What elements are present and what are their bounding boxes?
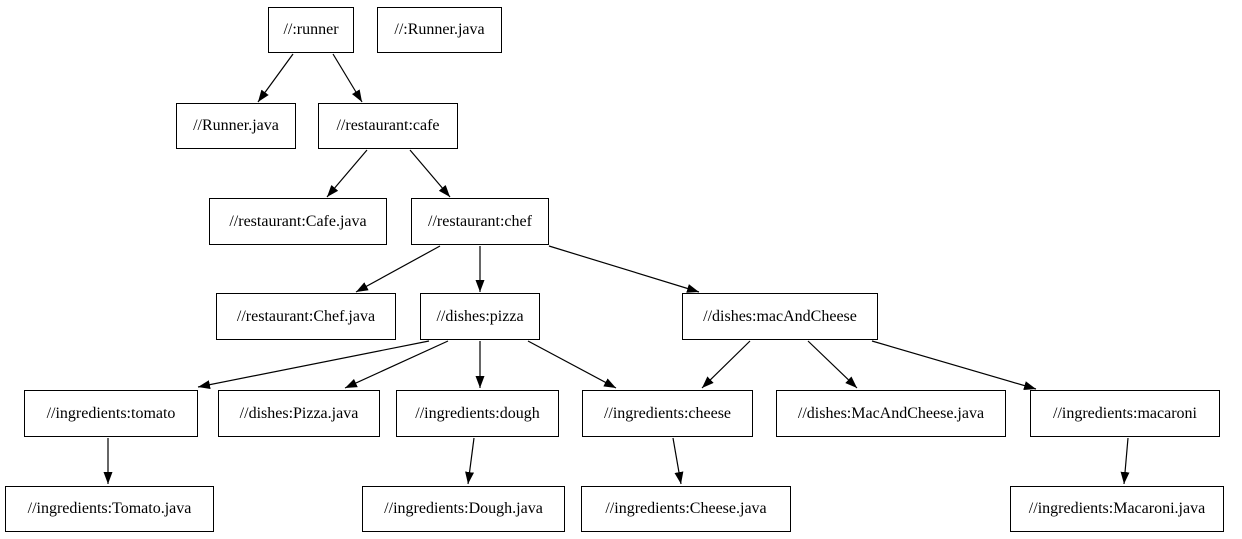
node-tomato: //ingredients:tomato [24,390,198,437]
edge-pizza-to-pizza-java [344,340,449,389]
edge-macandcheese-to-cheese [701,340,751,389]
edge-runner-to-cafe [332,53,363,103]
node-pizza: //dishes:pizza [420,293,540,340]
edge-pizza-to-tomato [197,340,430,390]
edge-cafe-to-chef [409,149,451,198]
edge-macandcheese-to-macandcheese-java [807,340,858,389]
node-macaroni-java: //ingredients:Macaroni.java [1010,486,1224,532]
node-cafe: //restaurant:cafe [318,103,458,149]
node-macandcheese-java: //dishes:MacAndCheese.java [776,390,1006,437]
node-dough: //ingredients:dough [396,390,559,437]
edge-runner-to-runner-java [257,53,294,103]
node-runner: //:runner [268,7,354,53]
edge-cafe-to-cafe-java [326,149,368,198]
node-runner-java: //Runner.java [176,103,296,149]
edge-chef-to-macandcheese [548,245,700,293]
edge-pizza-to-cheese [527,340,617,389]
node-chef: //restaurant:chef [411,198,549,245]
edge-chef-to-chef-java [355,245,441,293]
edge-macaroni-to-macaroni-java [1120,437,1130,485]
node-cheese-java: //ingredients:Cheese.java [581,486,791,532]
node-macandcheese: //dishes:macAndCheese [682,293,878,340]
node-cheese: //ingredients:cheese [582,390,753,437]
edge-dough-to-dough-java [465,437,475,485]
node-macaroni: //ingredients:macaroni [1030,390,1220,437]
edge-macandcheese-to-macaroni [871,340,1037,390]
node-cafe-java: //restaurant:Cafe.java [209,198,387,245]
edge-cheese-to-cheese-java [672,437,684,485]
node-dough-java: //ingredients:Dough.java [362,486,565,532]
node-tomato-java: //ingredients:Tomato.java [5,486,214,532]
node-chef-java: //restaurant:Chef.java [216,293,396,340]
node-pizza-java: //dishes:Pizza.java [218,390,380,437]
node-root-runner-java: //:Runner.java [377,7,502,53]
